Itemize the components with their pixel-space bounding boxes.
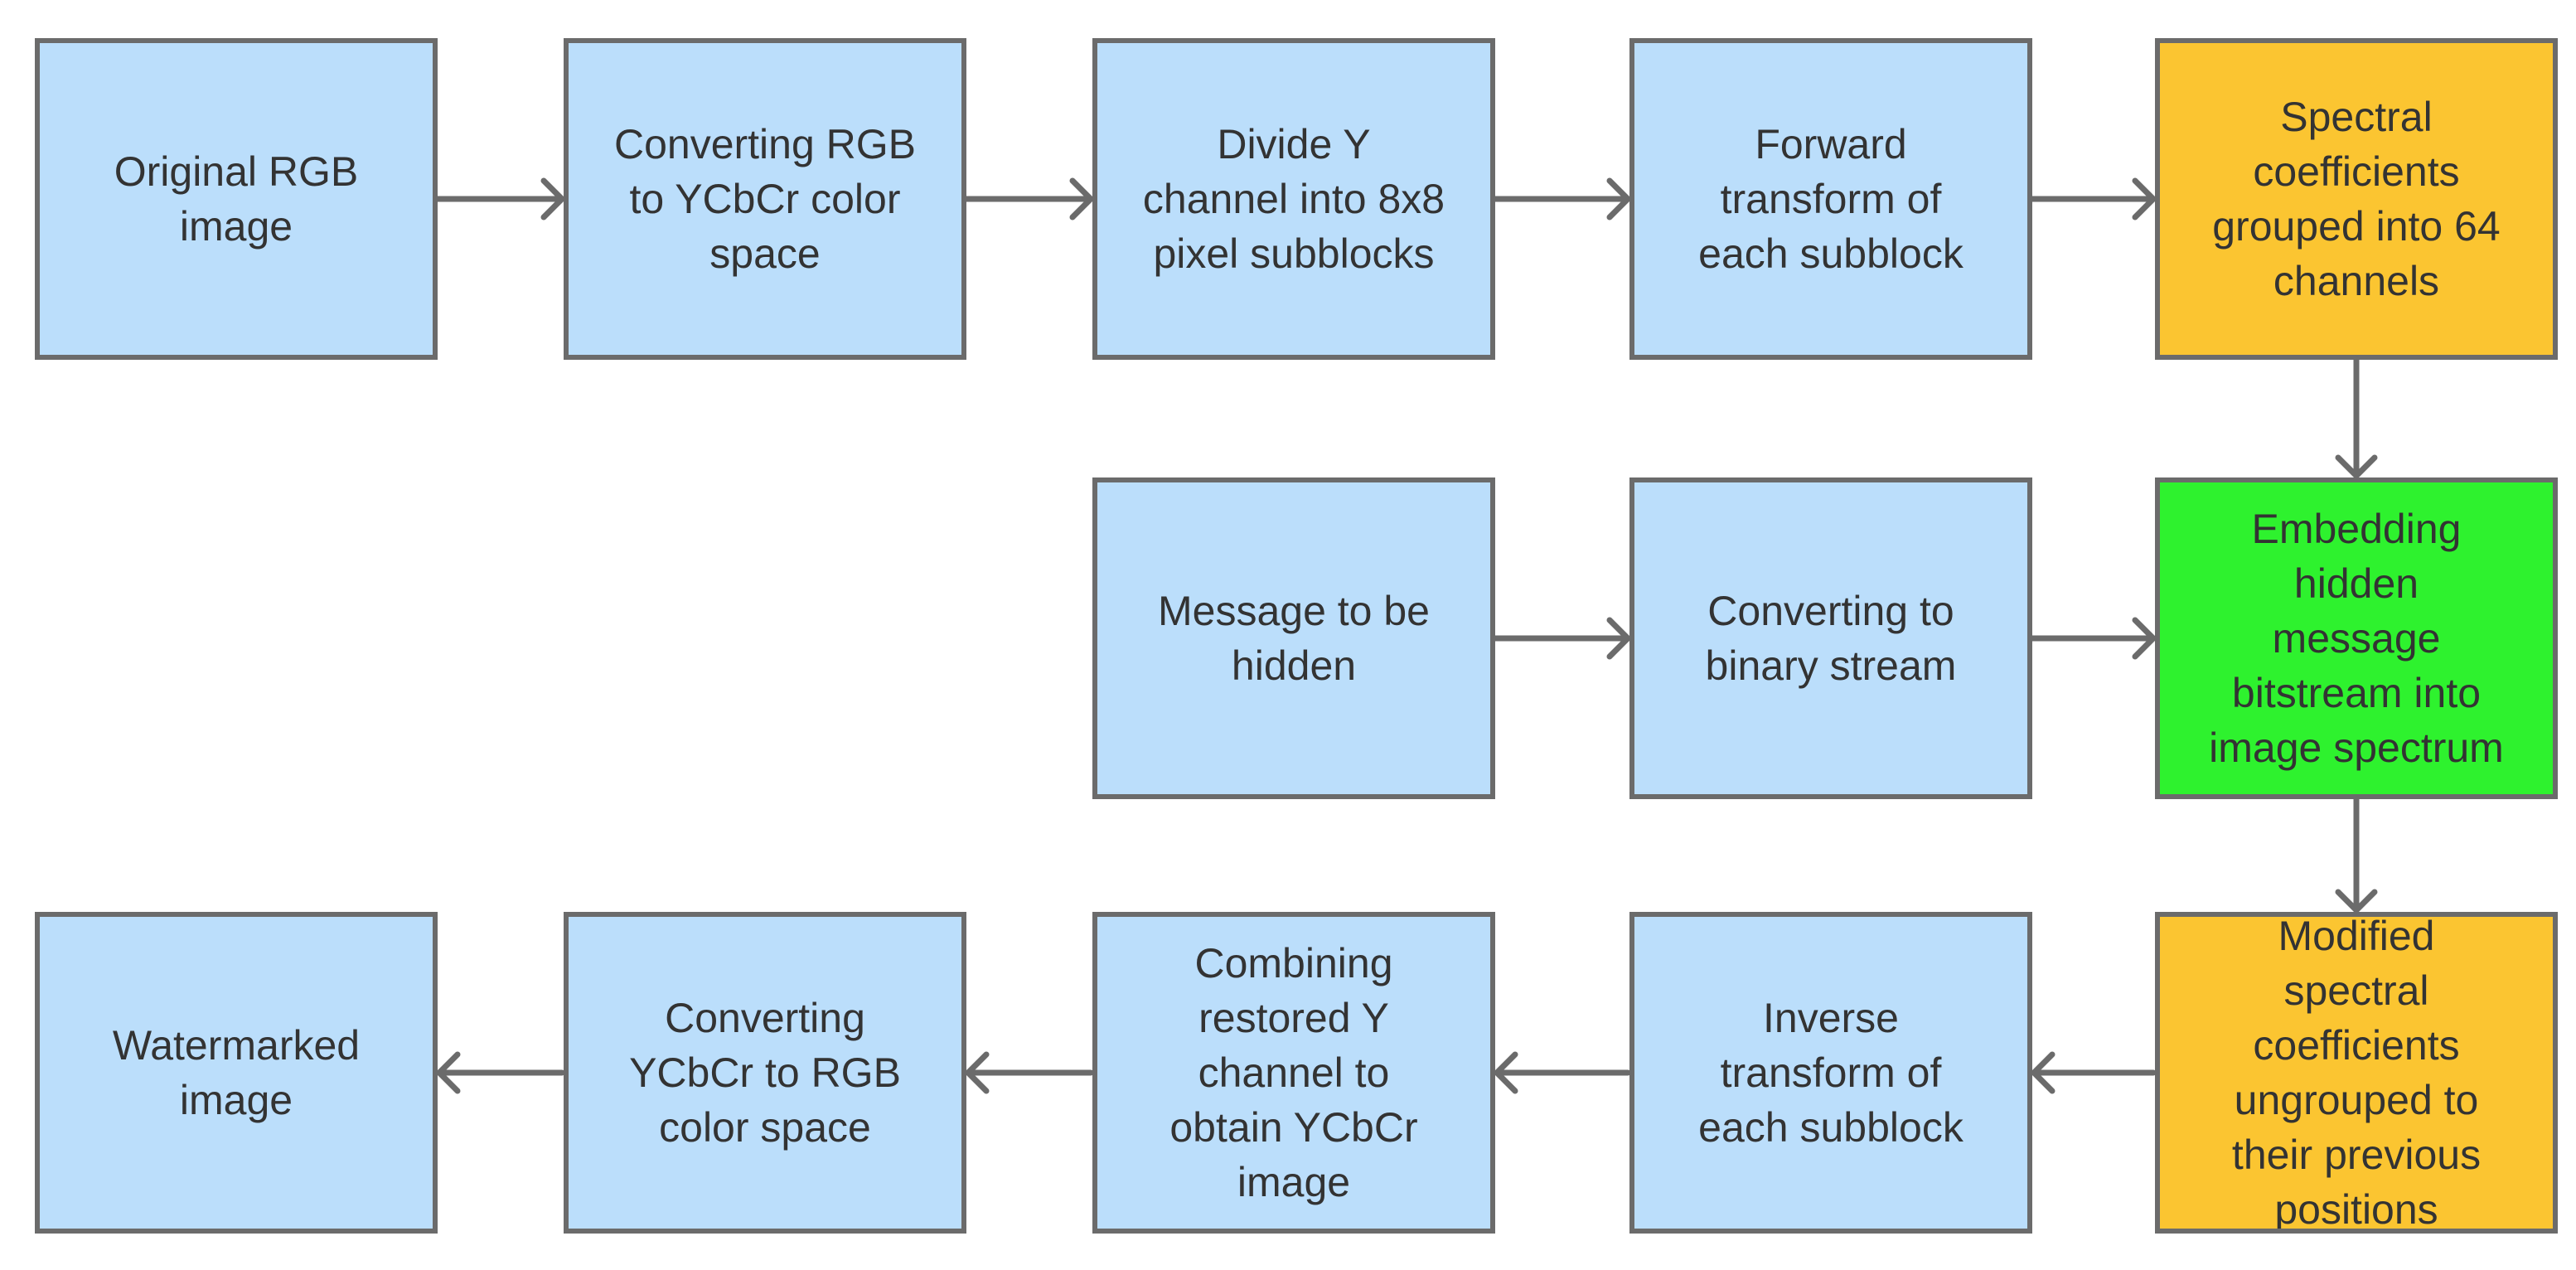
- box-convert-rgb-to-ycbcr: Converting RGB to YCbCr color space: [564, 38, 966, 360]
- box-convert-ycbcr-to-rgb: Converting YCbCr to RGB color space: [564, 912, 966, 1234]
- arrow-embedding-to-modified: [2335, 796, 2378, 914]
- box-converting-to-binary-stream-label: Converting to binary stream: [1705, 588, 1957, 689]
- box-convert-rgb-to-ycbcr-label: Converting RGB to YCbCr color space: [613, 121, 917, 277]
- box-message-to-be-hidden-label: Message to be hidden: [1158, 588, 1430, 689]
- arrow-forward-to-spectral: [2029, 177, 2157, 221]
- box-watermarked-image: Watermarked image: [35, 912, 438, 1234]
- box-divide-y-channel-label: Divide Y channel into 8x8 pixel subblock…: [1142, 121, 1445, 277]
- box-convert-ycbcr-to-rgb-label: Converting YCbCr to RGB color space: [629, 995, 901, 1151]
- box-inverse-transform: Inverse transform of each subblock: [1629, 912, 2032, 1234]
- arrow-combining-to-convert: [965, 1051, 1094, 1094]
- box-embedding-hidden-message-label: Embedding hidden message bitstream into …: [2209, 506, 2504, 771]
- box-combining-restored-y-channel-label: Combining restored Y channel to obtain Y…: [1169, 940, 1418, 1205]
- arrow-inverse-to-combining: [1494, 1051, 1631, 1094]
- box-combining-restored-y-channel: Combining restored Y channel to obtain Y…: [1092, 912, 1495, 1234]
- box-forward-transform-label: Forward transform of each subblock: [1698, 121, 1963, 277]
- arrow-original-to-convert: [434, 177, 565, 221]
- box-original-rgb-image: Original RGB image: [35, 38, 438, 360]
- box-message-to-be-hidden: Message to be hidden: [1092, 477, 1495, 799]
- box-watermarked-image-label: Watermarked image: [112, 1022, 361, 1123]
- arrow-divide-to-forward: [1492, 177, 1631, 221]
- box-converting-to-binary-stream: Converting to binary stream: [1629, 477, 2032, 799]
- arrow-message-to-binary: [1492, 617, 1631, 660]
- arrow-spectral-to-embedding: [2335, 356, 2378, 479]
- box-original-rgb-image-label: Original RGB image: [114, 148, 359, 250]
- box-modified-spectral-coefficients: Modified spectral coefficients ungrouped…: [2155, 912, 2558, 1234]
- box-modified-spectral-coefficients-label: Modified spectral coefficients ungrouped…: [2231, 913, 2482, 1233]
- box-spectral-coefficients-grouped-label: Spectral coefficients grouped into 64 ch…: [2212, 94, 2501, 304]
- arrow-convert-to-divide: [963, 177, 1094, 221]
- box-forward-transform: Forward transform of each subblock: [1629, 38, 2032, 360]
- box-spectral-coefficients-grouped: Spectral coefficients grouped into 64 ch…: [2155, 38, 2558, 360]
- arrow-convert-to-watermarked: [436, 1051, 565, 1094]
- arrow-modified-to-inverse: [2031, 1051, 2157, 1094]
- box-embedding-hidden-message: Embedding hidden message bitstream into …: [2155, 477, 2558, 799]
- box-divide-y-channel: Divide Y channel into 8x8 pixel subblock…: [1092, 38, 1495, 360]
- arrow-binary-to-embedding: [2029, 617, 2157, 660]
- box-inverse-transform-label: Inverse transform of each subblock: [1698, 995, 1963, 1151]
